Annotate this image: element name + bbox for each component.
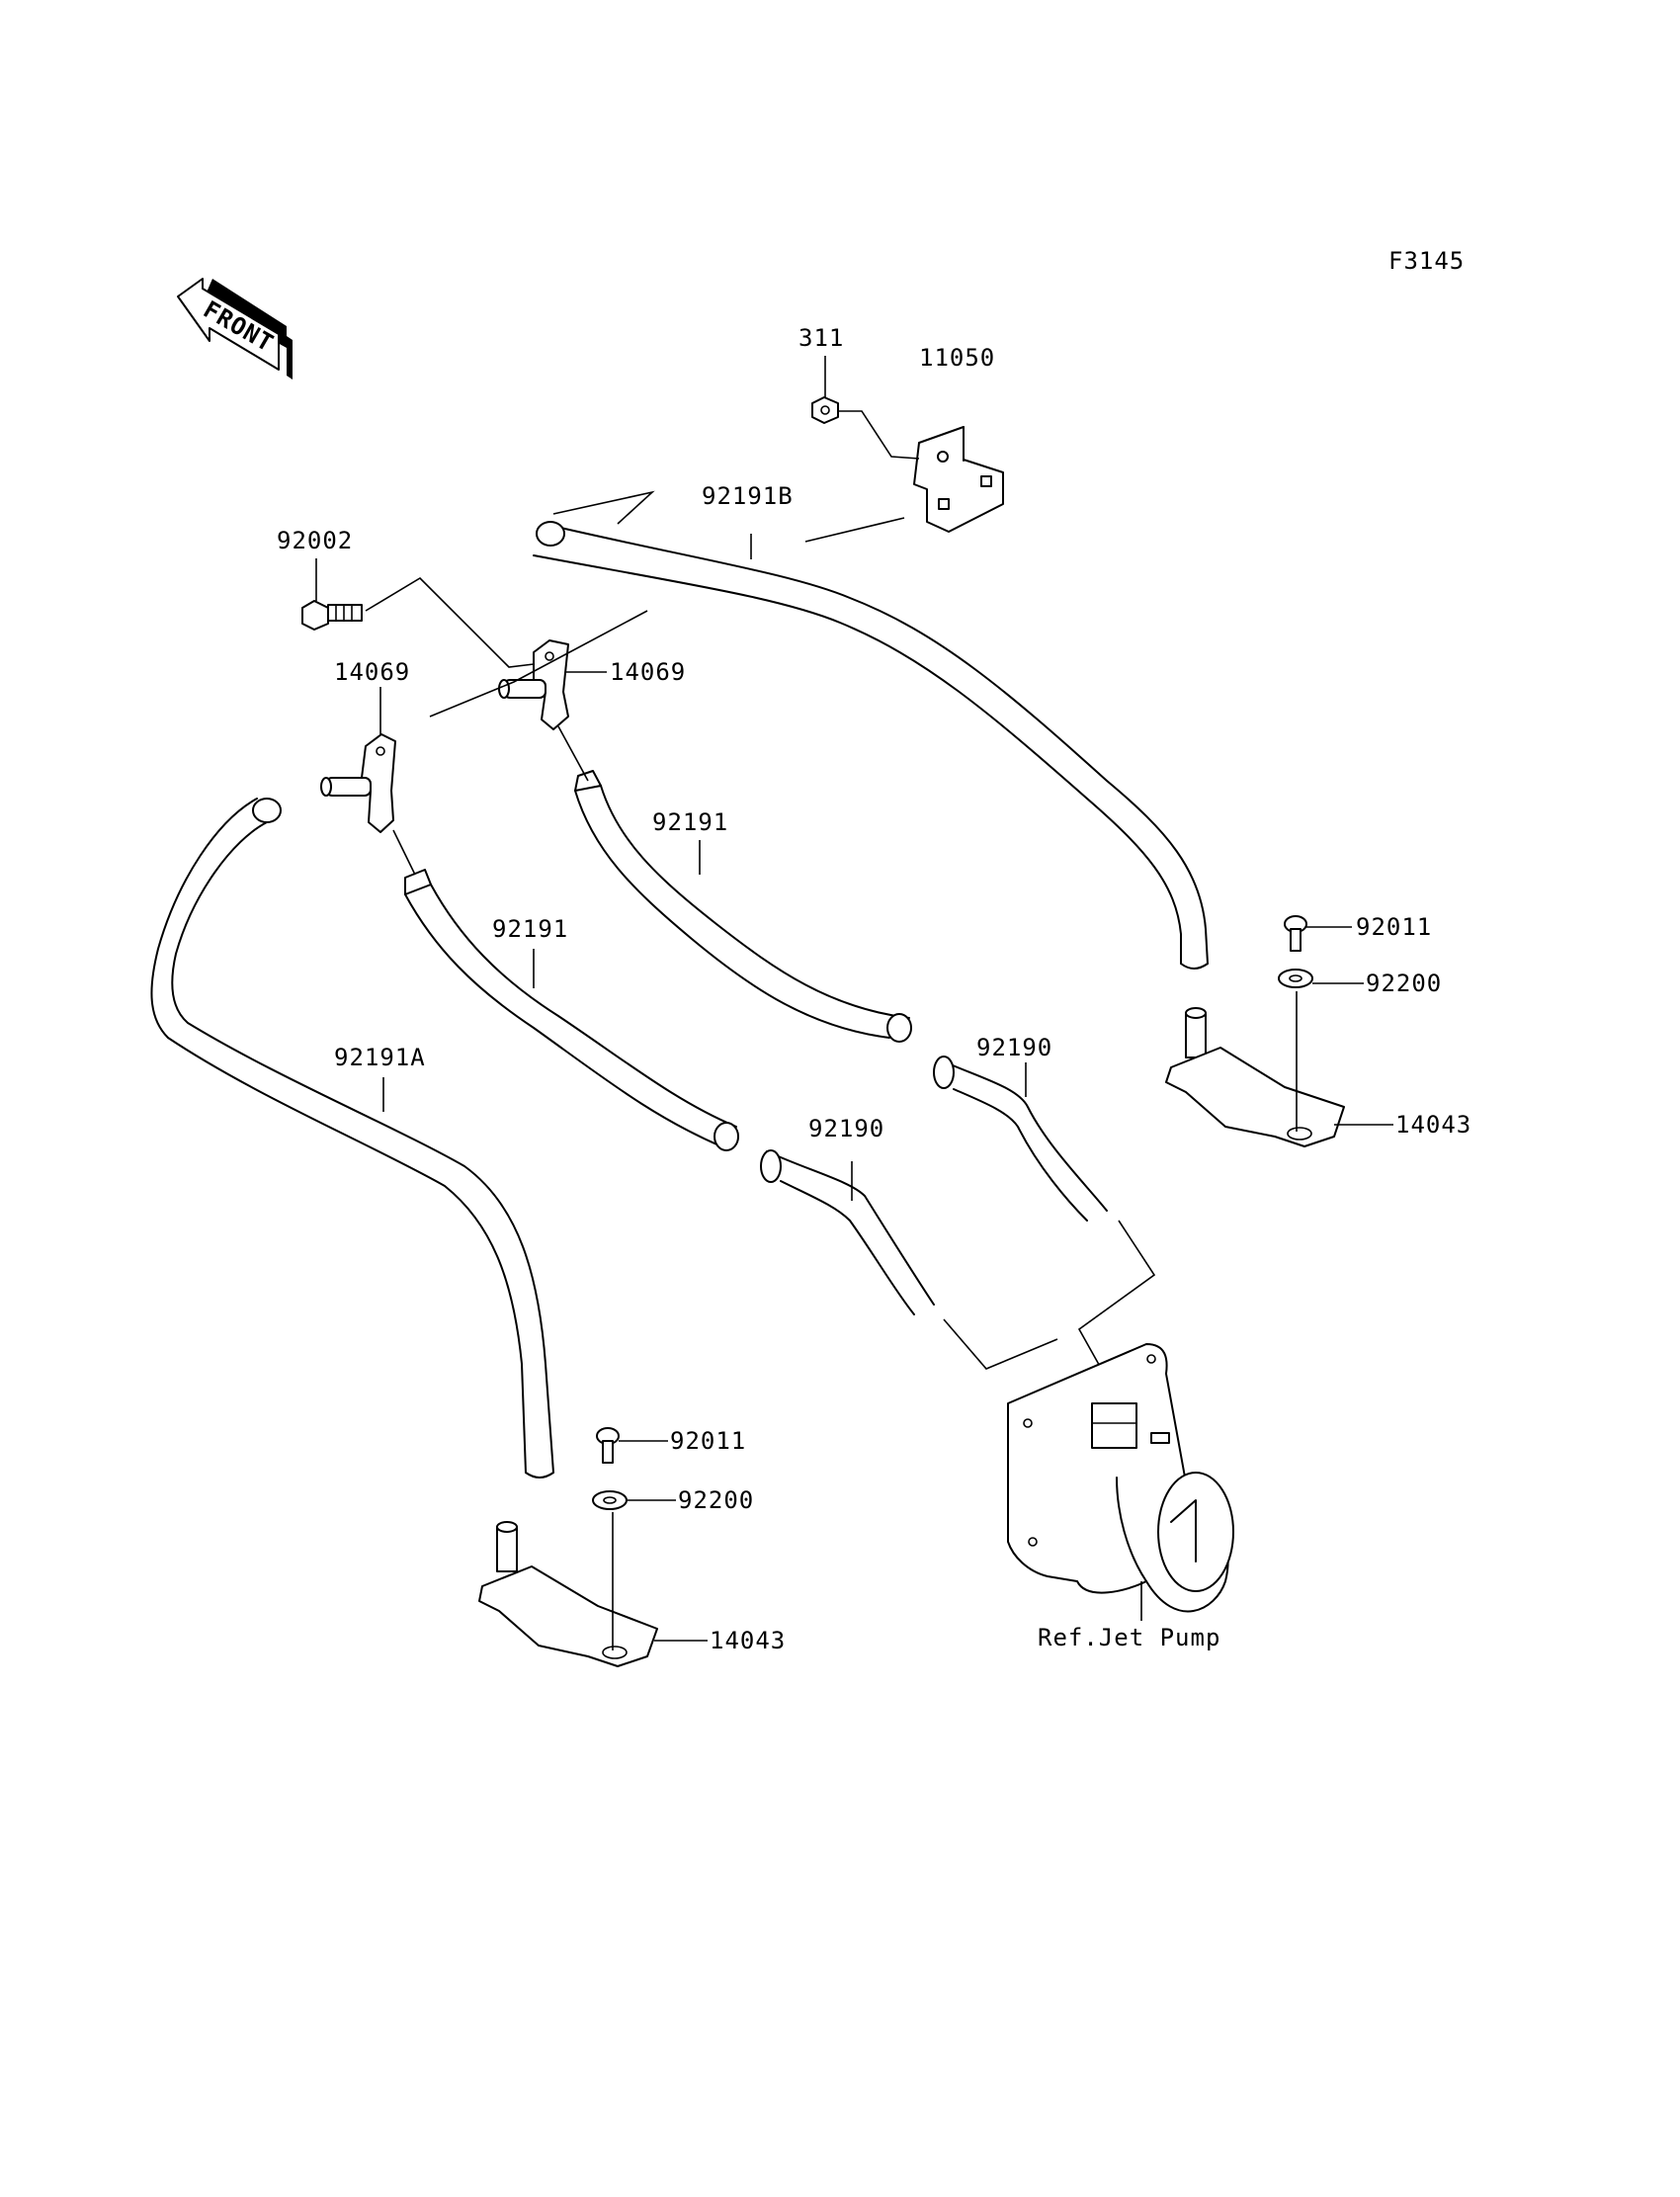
figure-code: F3145	[1388, 247, 1465, 275]
label-14069-right: 14069	[610, 658, 686, 686]
screw-92011-right	[1284, 915, 1307, 952]
label-92002: 92002	[277, 527, 353, 554]
strainer-14043-left	[478, 1521, 658, 1667]
jet-pump	[1007, 1343, 1234, 1613]
fitting-14069-left	[320, 733, 396, 833]
label-92200-left: 92200	[678, 1486, 754, 1514]
front-arrow-icon: FRONT	[177, 278, 293, 380]
hose-92191-right	[574, 770, 912, 1043]
label-14069-left: 14069	[334, 658, 410, 686]
label-92191-left: 92191	[492, 915, 568, 943]
label-14043-left: 14043	[710, 1627, 786, 1654]
fitting-14069-right	[498, 639, 569, 730]
label-92011-left: 92011	[670, 1427, 746, 1455]
label-311: 311	[798, 324, 844, 352]
strainer-14043-right	[1165, 1007, 1345, 1147]
hose-92190-right	[933, 1056, 1108, 1222]
label-92191b: 92191B	[702, 482, 794, 510]
hose-92191b	[533, 521, 1209, 970]
hose-92191a	[150, 798, 554, 1479]
hose-92190-left	[760, 1149, 935, 1315]
label-ref-jet-pump: Ref.Jet Pump	[1038, 1624, 1220, 1651]
nut-311	[811, 396, 839, 424]
label-92190-right: 92190	[976, 1034, 1052, 1061]
label-92200-right: 92200	[1366, 970, 1442, 997]
bracket-11050	[913, 426, 1004, 533]
label-14043-right: 14043	[1395, 1111, 1471, 1139]
bolt-92002	[301, 600, 363, 631]
label-92190-left: 92190	[808, 1115, 884, 1142]
washer-92200-left	[592, 1490, 628, 1510]
label-92011-right: 92011	[1356, 913, 1432, 941]
hose-92191-left	[404, 869, 739, 1151]
label-92191a: 92191A	[334, 1044, 426, 1071]
label-11050: 11050	[919, 344, 995, 372]
label-92191-right: 92191	[652, 808, 728, 836]
washer-92200-right	[1278, 969, 1313, 988]
screw-92011-left	[596, 1427, 620, 1464]
